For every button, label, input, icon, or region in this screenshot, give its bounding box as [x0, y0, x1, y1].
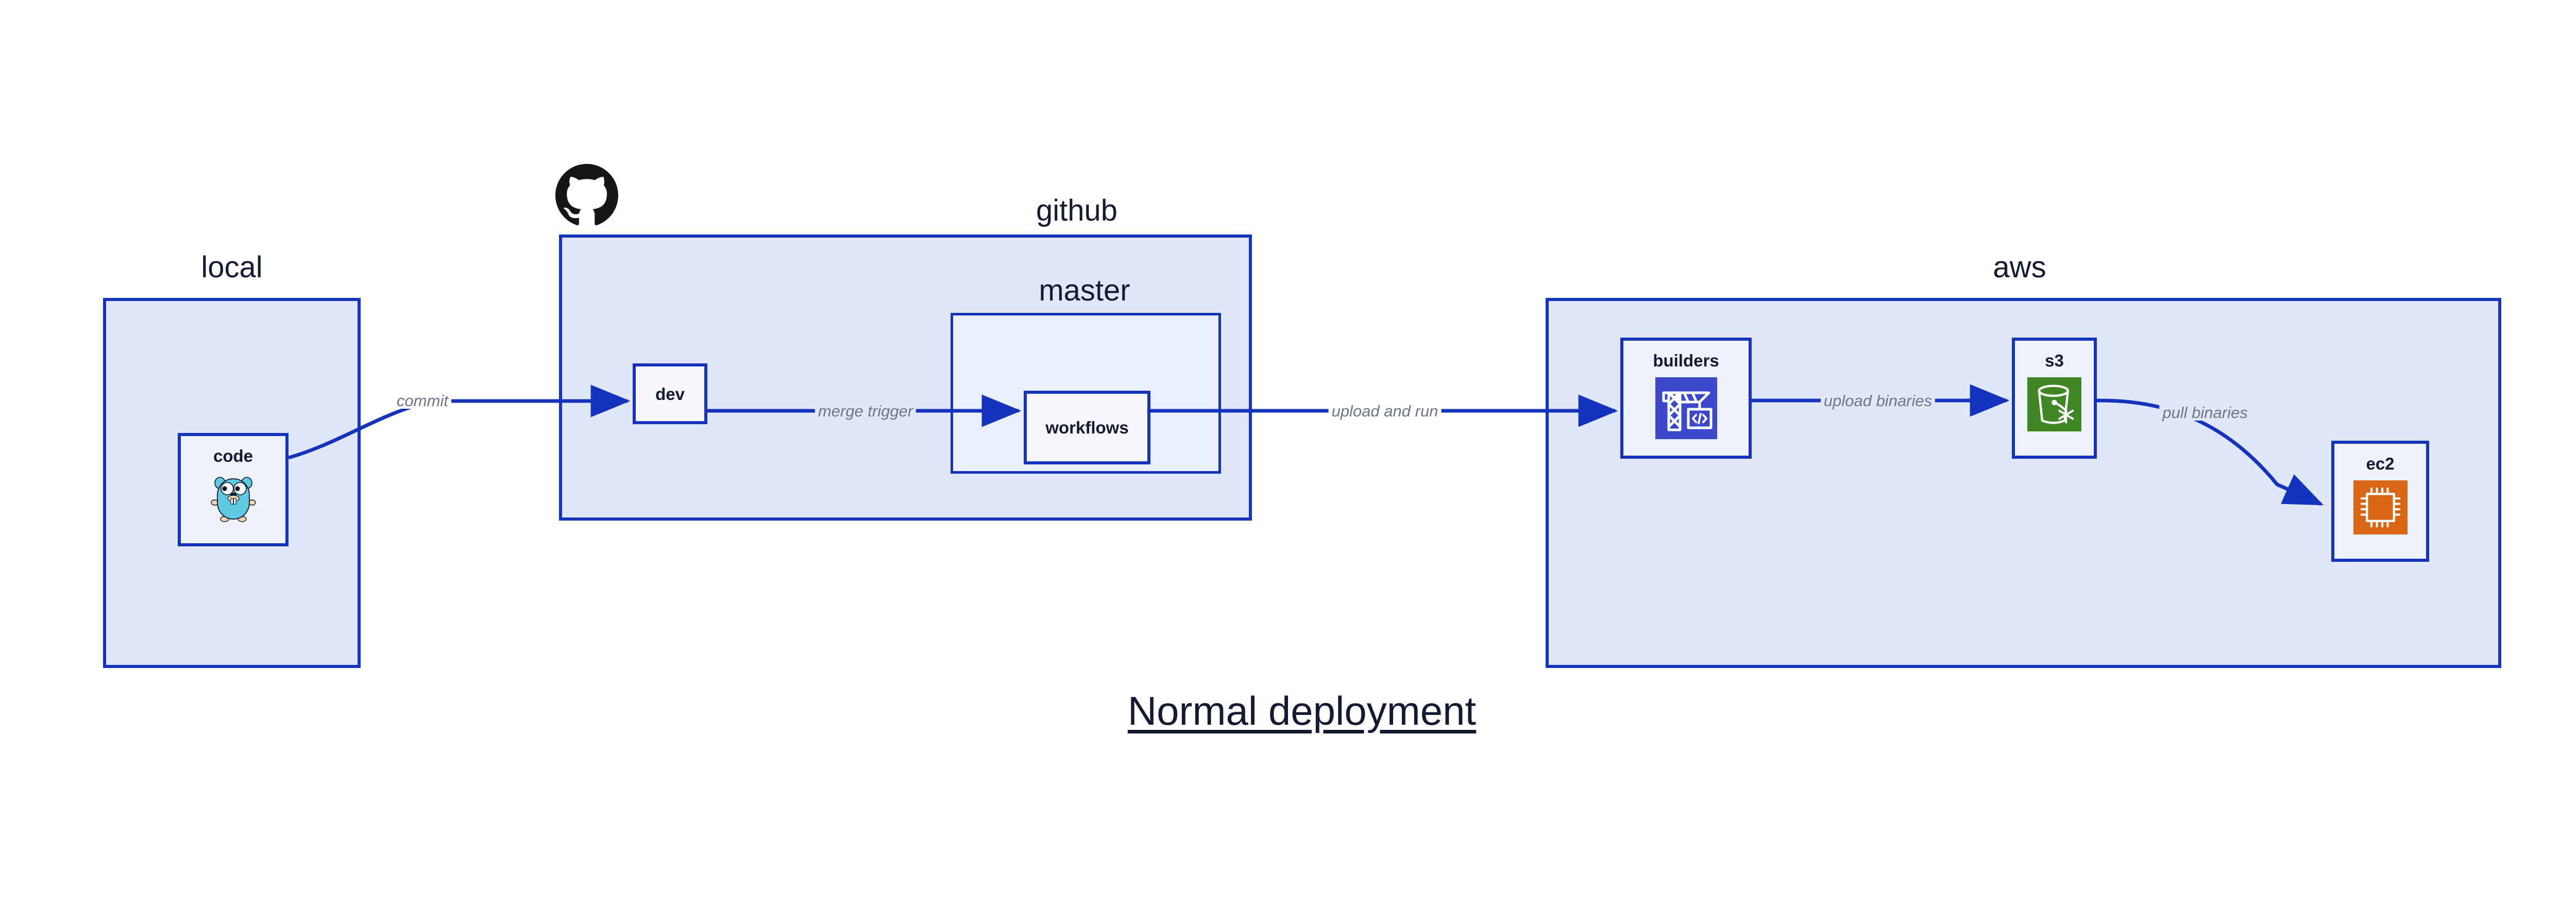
edge-label-merge-trigger: merge trigger — [815, 403, 917, 419]
group-label-master: master — [1039, 274, 1130, 307]
node-code[interactable]: code — [178, 433, 289, 546]
node-label-dev: dev — [655, 384, 685, 404]
edge-label-upload-binaries: upload binaries — [1820, 393, 1936, 409]
group-label-github: github — [1036, 194, 1118, 227]
aws-s3-icon — [2027, 377, 2081, 431]
group-label-local: local — [201, 250, 263, 284]
node-label-code: code — [213, 446, 253, 465]
edge-label-pull-binaries: pull binaries — [2159, 405, 2251, 421]
edge-label-commit: commit — [394, 393, 451, 409]
diagram-title: Normal deployment — [1127, 688, 1477, 733]
node-label-builders: builders — [1653, 351, 1719, 370]
node-dev[interactable]: dev — [633, 363, 707, 424]
node-label-workflows: workflows — [1045, 418, 1129, 437]
aws-ec2-icon — [2353, 480, 2408, 534]
github-octocat-icon — [555, 164, 618, 227]
go-gopher-icon — [210, 473, 256, 522]
group-label-aws: aws — [1993, 250, 2046, 284]
node-s3[interactable]: s3 — [2012, 338, 2097, 459]
node-label-ec2: ec2 — [2366, 454, 2395, 473]
node-builders[interactable]: builders — [1620, 338, 1752, 459]
aws-codebuild-icon — [1655, 377, 1717, 439]
node-workflows[interactable]: workflows — [1024, 391, 1150, 464]
node-ec2[interactable]: ec2 — [2331, 441, 2429, 562]
node-label-s3: s3 — [2045, 351, 2064, 370]
edge-label-upload-and-run: upload and run — [1328, 403, 1442, 419]
